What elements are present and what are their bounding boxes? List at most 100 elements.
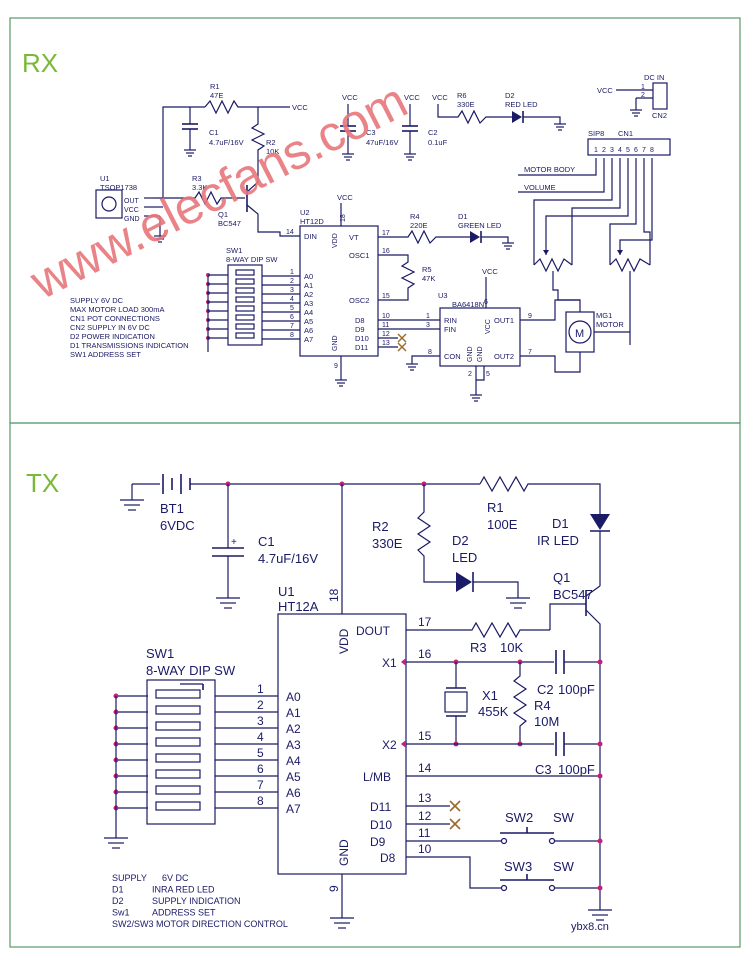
tx-c1-ref: C1 (258, 534, 275, 549)
rx-r4-ref: R4 (410, 212, 420, 221)
rx-u3-con-pin: 8 (428, 349, 432, 356)
rx-cn1-pin-6: 6 (634, 147, 638, 154)
rx-u2-pin-num: 13 (382, 340, 390, 347)
tx-c2-value: 100pF (558, 682, 595, 697)
rx-vcc-r6: VCC (432, 93, 448, 102)
rx-r1-value: 47E (210, 91, 223, 100)
rx-u2-pin-num: 7 (290, 323, 294, 330)
tx-u1-pin-name: A7 (286, 802, 301, 816)
rx-sw1-ref: SW1 (226, 246, 242, 255)
tx-x1-value: 455K (478, 704, 509, 719)
rx-u3-out2: OUT2 (494, 352, 514, 361)
rx-d2-ref: D2 (505, 91, 515, 100)
tx-u1-pin-num: 3 (257, 714, 264, 728)
rx-u3-fin-pin: 3 (426, 322, 430, 329)
rx-c3-value: 47uF/16V (366, 138, 399, 147)
rx-c1-ref: C1 (209, 128, 219, 137)
tx-u1-pin-name: D11 (370, 800, 391, 814)
tx-u1-pin-num: 14 (418, 761, 432, 775)
rx-r2-ref: R2 (266, 138, 276, 147)
tx-u1-part: HT12A (278, 599, 319, 614)
tx-circuit: BT1 6VDC R1 100E + C1 4.7uF/16V R2 330E … (104, 474, 612, 929)
rx-u2-gnd-pin: 9 (334, 363, 338, 370)
tx-u1-pin-name: D8 (380, 851, 396, 865)
rx-u3-vcc-pin: 6 (484, 299, 488, 306)
rx-u2-pin-name: A2 (304, 290, 313, 299)
rx-u3-gnd-b: GND (477, 346, 484, 362)
tx-u1-pin-name: X2 (382, 738, 397, 752)
tx-u1-pin-num: 4 (257, 730, 264, 744)
rx-cn2-ref: CN2 (652, 111, 667, 120)
rx-cn1-pin-2: 2 (602, 147, 606, 154)
rx-u3-chip (439, 307, 521, 367)
rx-u1-pin-out: OUT (124, 198, 140, 205)
rx-wire-out (153, 106, 205, 199)
rx-note-line: MAX MOTOR LOAD 300mA (70, 305, 164, 314)
tx-section-label: TX (26, 468, 59, 498)
rx-r5-value: 47K (422, 274, 435, 283)
rx-note-line: SW1 ADDRESS SET (70, 350, 141, 359)
tx-u1-pin-name: A4 (286, 754, 301, 768)
tx-u1-pin-name: D10 (370, 818, 392, 832)
rx-sw1-value: 8-WAY DIP SW (226, 255, 278, 264)
tx-u1-pin-num: 2 (257, 698, 264, 712)
rx-section-label: RX (22, 48, 58, 78)
rx-u2-pin-name: D9 (355, 325, 365, 334)
rx-note-line: D2 POWER INDICATION (70, 332, 155, 341)
rx-u2-part: HT12D (300, 217, 324, 226)
rx-u2-vdd-pin: 18 (340, 214, 347, 222)
rx-motor-symbol (568, 320, 592, 344)
tx-q1-ref: Q1 (553, 570, 570, 585)
tx-u1-pin-name: DOUT (356, 624, 391, 638)
rx-motor-body: MOTOR BODY (524, 165, 575, 174)
rx-u1-part: TSOP1738 (100, 183, 137, 192)
tx-u1-pin-num: 8 (257, 794, 264, 808)
tx-d2-ref: D2 (452, 533, 469, 548)
tx-u1-pin-num: 1 (257, 682, 264, 696)
tx-r3-ref: R3 (470, 640, 487, 655)
rx-u2-pin-name: A7 (304, 335, 313, 344)
rx-cn1-pin-7: 7 (642, 147, 646, 154)
rx-r6-ref: R6 (457, 91, 467, 100)
tx-c2-ref: C2 (537, 682, 554, 697)
rx-u3-con: CON (444, 352, 461, 361)
rx-r2-value: 10K (266, 147, 279, 156)
rx-r4-value: 220E (410, 221, 428, 230)
tx-u1-vdd-pin: 18 (327, 588, 341, 602)
tx-sw1-ref: SW1 (146, 646, 174, 661)
rx-note-line: D1 TRANSMISSIONS INDICATION (70, 341, 189, 350)
rx-q1-part: BC547 (218, 219, 241, 228)
rx-u2-pin-num: 11 (382, 322, 389, 329)
footer-mark: ybx8.cn (571, 921, 609, 933)
rx-d2-value: RED LED (505, 100, 538, 109)
tx-note-value: 6V DC (162, 873, 189, 883)
rx-volume: VOLUME (524, 183, 556, 192)
rx-u2-vdd: VDD (332, 233, 339, 248)
rx-d1-value: GREEN LED (458, 221, 502, 230)
rx-u3-gnd-a: GND (467, 346, 474, 362)
rx-u2-pin-name: D8 (355, 316, 365, 325)
tx-u1-pin-num: 7 (257, 778, 264, 792)
rx-cn1-part: SIP8 (588, 129, 604, 138)
tx-u1-pin-num: 16 (418, 647, 432, 661)
rx-q1-ref: Q1 (218, 210, 228, 219)
rx-u3-out1-pin: 9 (528, 313, 532, 320)
rx-c1-value: 4.7uF/16V (209, 138, 244, 147)
tx-c3-value: 100pF (558, 762, 595, 777)
tx-r4-ref: R4 (534, 698, 551, 713)
rx-u2-chip (299, 225, 379, 357)
rx-u2-pin-num: 12 (382, 331, 390, 338)
rx-u2-gnd: GND (332, 335, 339, 351)
rx-u2-pin-num: 17 (382, 230, 390, 237)
rx-r5-ref: R5 (422, 265, 432, 274)
tx-u1-pin-name: L/MB (363, 770, 391, 784)
rx-u2-ref: U2 (300, 208, 310, 217)
rx-circuit: R1 47E VCC C1 4.7uF/16V R2 10K R3 3.3K Q… (70, 73, 671, 402)
rx-u3-out2-pin: 7 (528, 349, 532, 356)
rx-u3-part: BA6418N (452, 300, 484, 309)
